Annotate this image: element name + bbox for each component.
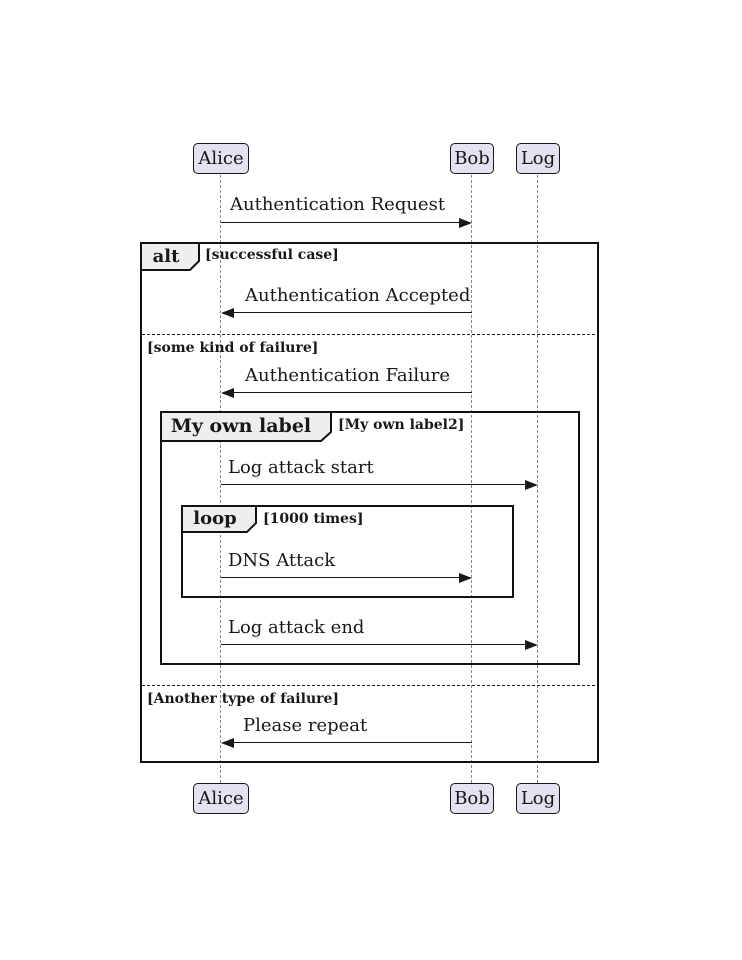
alt-guard-successful-case: [successful case] [205,247,339,263]
message-line-authentication-failure [233,392,472,393]
participant-bob-top: Bob [450,143,494,174]
lifeline-alice [220,175,221,783]
arrowhead-authentication-request [459,218,472,228]
arrowhead-log-attack-start [525,480,538,490]
group-operator-label: My own label [170,415,312,437]
participant-alice-bottom: Alice [193,783,249,814]
group-fragment-frame [160,411,580,665]
arrowhead-dns-attack [459,573,472,583]
message-please-repeat: Please repeat [243,715,368,736]
message-line-log-attack-start [221,484,526,485]
message-authentication-request: Authentication Request [230,194,446,215]
arrowhead-log-attack-end [525,640,538,650]
message-authentication-failure: Authentication Failure [245,365,450,386]
message-authentication-accepted: Authentication Accepted [245,285,471,306]
alt-operator-label: alt [152,246,180,267]
message-log-attack-end: Log attack end [228,617,365,638]
participant-log-bottom: Log [516,783,560,814]
message-dns-attack: DNS Attack [228,550,336,571]
lifeline-log [537,175,538,783]
alt-operator-pentagon [140,242,200,271]
loop-guard-label: [1000 times] [263,511,364,527]
message-log-attack-start: Log attack start [228,457,374,478]
participant-bob-bottom: Bob [450,783,494,814]
message-line-authentication-accepted [233,312,472,313]
alt-guard-some-failure: [some kind of failure] [147,340,319,356]
arrowhead-please-repeat [221,738,234,748]
group-guard-label: [My own label2] [338,417,465,433]
loop-operator-label: loop [193,508,237,529]
arrowhead-authentication-accepted [221,308,234,318]
loop-operator-pentagon [181,505,257,533]
alt-divider-some-failure [142,334,595,335]
loop-fragment-frame [181,505,514,598]
alt-fragment-frame [140,242,599,763]
group-operator-pentagon [160,411,332,442]
lifeline-bob [471,175,472,783]
message-line-log-attack-end [221,644,526,645]
participant-alice-top: Alice [193,143,249,174]
message-line-dns-attack [221,577,461,578]
message-line-please-repeat [233,742,472,743]
participant-log-top: Log [516,143,560,174]
alt-guard-another-failure: [Another type of failure] [147,691,340,707]
arrowhead-authentication-failure [221,388,234,398]
message-line-authentication-request [221,222,461,223]
alt-divider-another-failure [142,685,595,686]
